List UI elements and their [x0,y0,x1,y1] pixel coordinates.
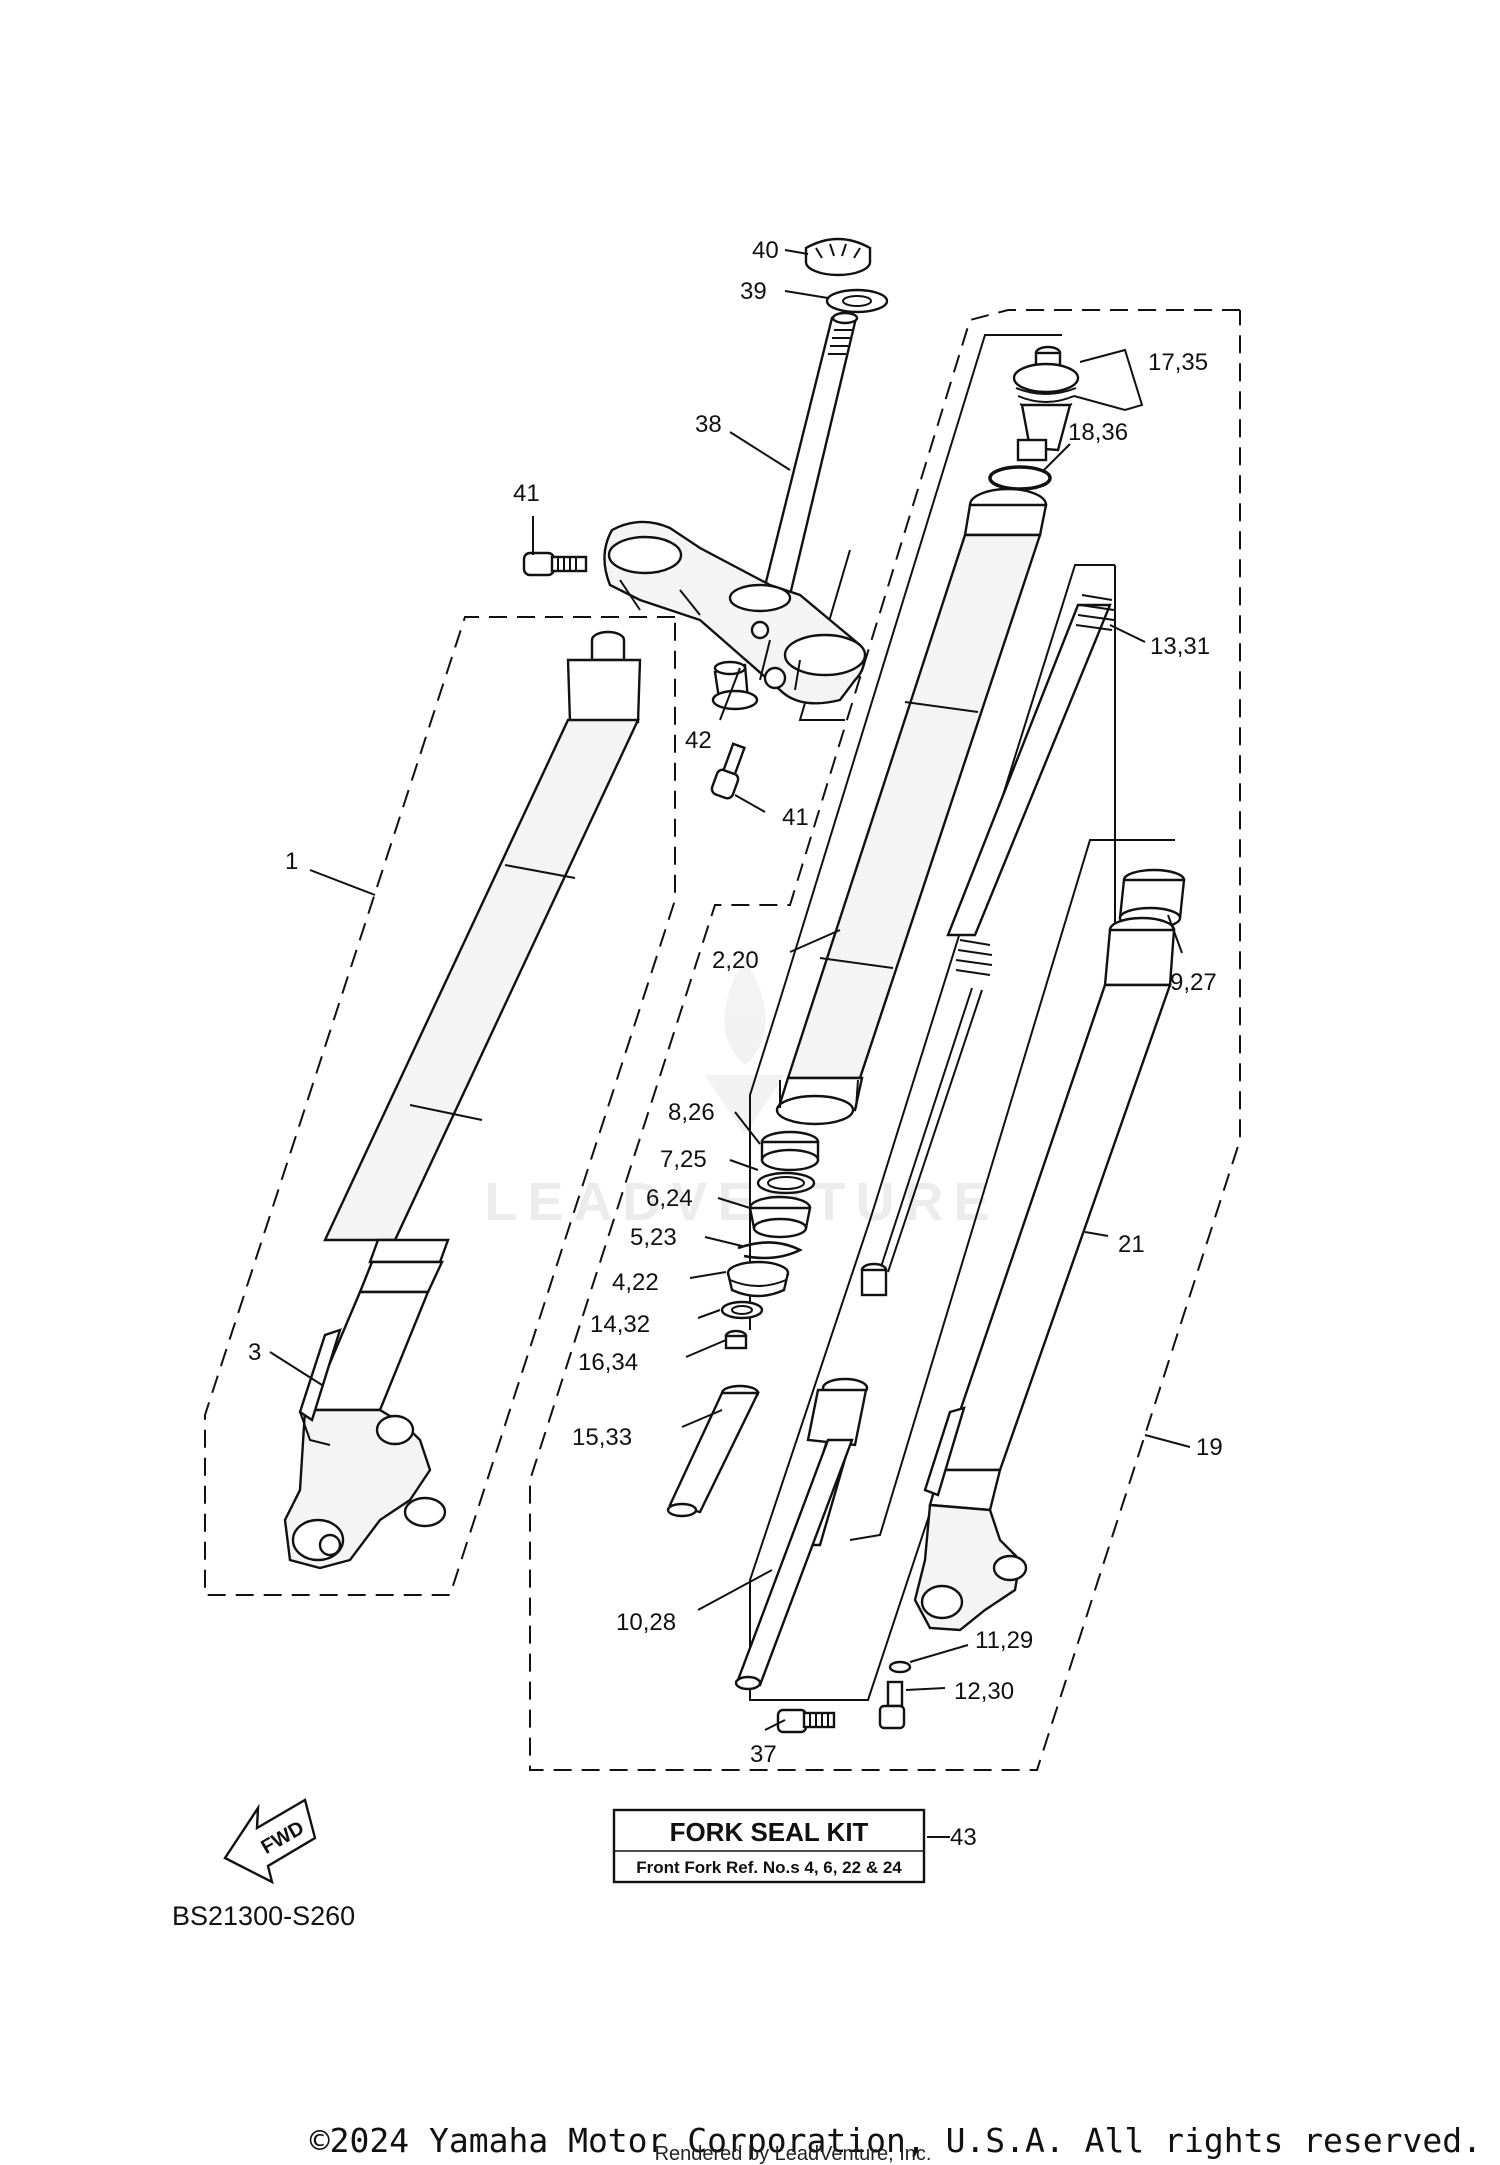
under-bracket-part [603,520,867,705]
inner-assembly-frame [749,334,1062,1330]
callout-2-20: 2,20 [712,947,759,974]
callout-39: 39 [740,278,767,305]
steering-stem-part [762,311,859,597]
dust-seal-part [726,1260,790,1298]
callout-8-26: 8,26 [668,1099,715,1126]
cap-bolt-part [1012,345,1080,462]
leadventure-watermark: LEADVENTURE [484,960,999,1232]
rendered-by-notice: Rendered by LeadVenture, Inc. [655,2143,932,2165]
slide-bushing-part [760,1130,820,1172]
seal-kit-title: FORK SEAL KIT [670,1817,869,1847]
callout-4-22: 4,22 [612,1269,659,1296]
upper-inner-frame [798,549,851,721]
left-fork-outline [204,616,676,1596]
front-fork-left-part [283,630,642,1570]
callout-17-35: 17,35 [1148,349,1208,376]
right-fork-outline [529,309,1241,1771]
callout-41-bottom: 41 [782,804,809,831]
callout-9-27: 9,27 [1170,969,1217,996]
callout-19: 19 [1196,1434,1223,1461]
copyright-notice: ©2024 Yamaha Motor Corporation, U.S.A. A… [310,2121,1482,2160]
clamp-bolt-top-part [522,551,588,577]
callout-6-24: 6,24 [646,1185,693,1212]
nut-part [724,1329,748,1350]
callout-42: 42 [685,727,712,754]
callout-13-31: 13,31 [1150,633,1210,660]
watermark-text: LEADVENTURE [484,1172,999,1232]
callout-43: 43 [950,1824,977,1851]
callout-37: 37 [750,1741,777,1768]
spacer-part [666,1384,760,1518]
stem-cap-part [711,660,759,711]
washer-part [825,288,889,314]
fwd-arrow-icon: FWD [223,1798,317,1885]
callout-11-29: 11,29 [975,1627,1033,1654]
fork-washer-part [720,1300,764,1320]
leader-lines [269,249,1191,1838]
callout-7-25: 7,25 [660,1146,707,1173]
callout-21: 21 [1118,1231,1145,1258]
seal-stack [666,1130,820,1518]
fork-spring-part [946,594,1115,976]
leadventure-flame-logo [705,960,785,1135]
callout-14-32: 14,32 [590,1311,650,1338]
callout-5-23: 5,23 [630,1224,677,1251]
right-inner-frame [849,839,1175,1541]
diagram-code: BS21300-S260 [172,1901,355,1931]
callout-18-36: 18,36 [1068,419,1128,446]
callout-40: 40 [752,237,779,264]
assembly-outlines [204,309,1241,1771]
callout-1: 1 [285,848,298,875]
stopper-ring-part [737,1241,803,1260]
callout-16-34: 16,34 [578,1349,638,1376]
callout-41-top: 41 [513,480,540,507]
fork-seal-kit-box: FORK SEAL KIT Front Fork Ref. No.s 4, 6,… [612,1808,926,1884]
seal-washer-part [756,1171,816,1195]
callout-labels: 40 39 38 41 42 41 1 3 17,35 18,36 13,31 … [248,237,1223,1851]
bottom-bolt-part [776,1708,836,1734]
clamp-bolt-bottom-part [710,742,746,800]
steering-nut-part [804,237,872,277]
gasket-part [888,1660,912,1674]
callout-12-30: 12,30 [954,1678,1014,1705]
outer-tube-part [775,487,1048,1126]
cylinder-part [734,1438,854,1691]
o-ring-part [988,465,1052,491]
callout-15-33: 15,33 [572,1424,632,1451]
callout-10-28: 10,28 [616,1609,676,1636]
callout-38: 38 [695,411,722,438]
inner-tube-part [913,916,1176,1632]
drain-bolt-part [878,1680,906,1730]
seal-kit-subtitle: Front Fork Ref. No.s 4, 6, 22 & 24 [636,1858,902,1877]
callout-3: 3 [248,1339,261,1366]
oil-seal-part [748,1195,812,1239]
